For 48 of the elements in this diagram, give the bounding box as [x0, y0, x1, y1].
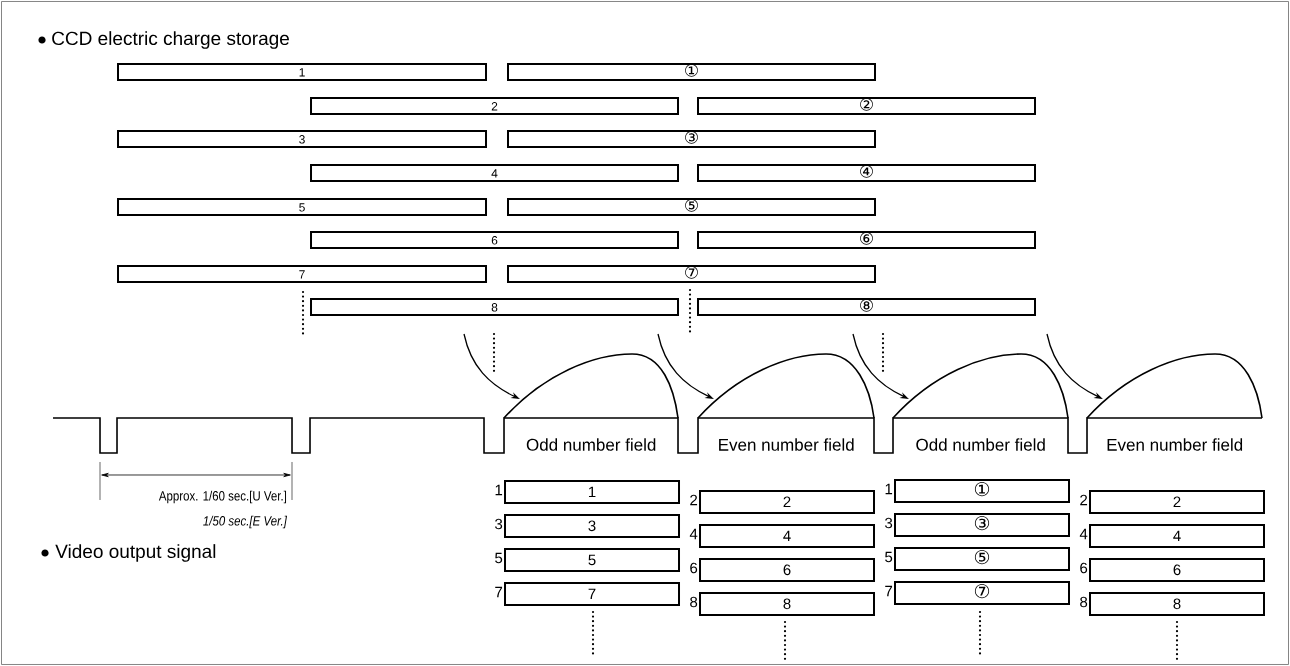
output-line-bar: 2	[1089, 490, 1265, 514]
storage-bar: 3	[117, 130, 487, 148]
output-line-bar: 6	[699, 558, 875, 582]
dimension-text: 1/50 sec.[E Ver.]	[203, 515, 288, 529]
line-number: 5	[495, 552, 503, 564]
line-number: 6	[1080, 562, 1088, 574]
line-number: 3	[885, 517, 893, 529]
section-heading: CCD electric charge storage	[52, 31, 289, 49]
signal-field: Even number field	[1086, 353, 1263, 451]
signal-field: Odd number field	[892, 353, 1069, 451]
storage-bar: 6	[310, 231, 679, 249]
storage-bar: 7	[117, 265, 487, 283]
line-number: 1	[495, 484, 503, 496]
output-line-bar: 2	[699, 490, 875, 514]
output-line-bar: 8	[699, 592, 875, 616]
line-number: 4	[1079, 528, 1088, 540]
output-line-bar: ③	[894, 513, 1070, 537]
output-line-bar: 4	[699, 524, 875, 548]
output-line-bar: 8	[1089, 592, 1265, 616]
output-line-bar: 5	[504, 548, 680, 572]
storage-bar: 4	[310, 164, 679, 182]
output-line-bar: 4	[1089, 524, 1265, 548]
line-number: 5	[885, 551, 893, 563]
line-number: 7	[885, 585, 893, 597]
output-line-bar: 7	[504, 582, 680, 606]
line-number: 6	[690, 562, 698, 574]
line-number: 1	[885, 483, 893, 495]
line-number: 2	[690, 494, 698, 506]
storage-bar: 5	[117, 198, 487, 216]
section-heading: Video output signal	[55, 544, 216, 562]
dimension-text: Approx. 1/60 sec.[U Ver.]	[158, 490, 286, 504]
storage-bar: 8	[310, 298, 679, 316]
line-number: 8	[1080, 596, 1088, 608]
storage-bar: 1	[117, 63, 487, 81]
output-line-bar: ⑤	[894, 547, 1070, 571]
signal-field: Odd number field	[503, 353, 679, 451]
output-line-bar: 1	[504, 480, 680, 504]
output-line-bar: 3	[504, 514, 680, 538]
output-line-bar: 6	[1089, 558, 1265, 582]
line-number: 7	[495, 586, 503, 598]
output-line-bar: ①	[894, 479, 1070, 503]
output-line-bar: ⑦	[894, 581, 1070, 605]
line-number: 8	[690, 596, 698, 608]
signal-field: Even number field	[697, 353, 875, 451]
line-number: 2	[1080, 494, 1088, 506]
line-number: 3	[495, 518, 503, 530]
storage-bar: 2	[310, 97, 679, 115]
line-number: 4	[689, 528, 698, 540]
